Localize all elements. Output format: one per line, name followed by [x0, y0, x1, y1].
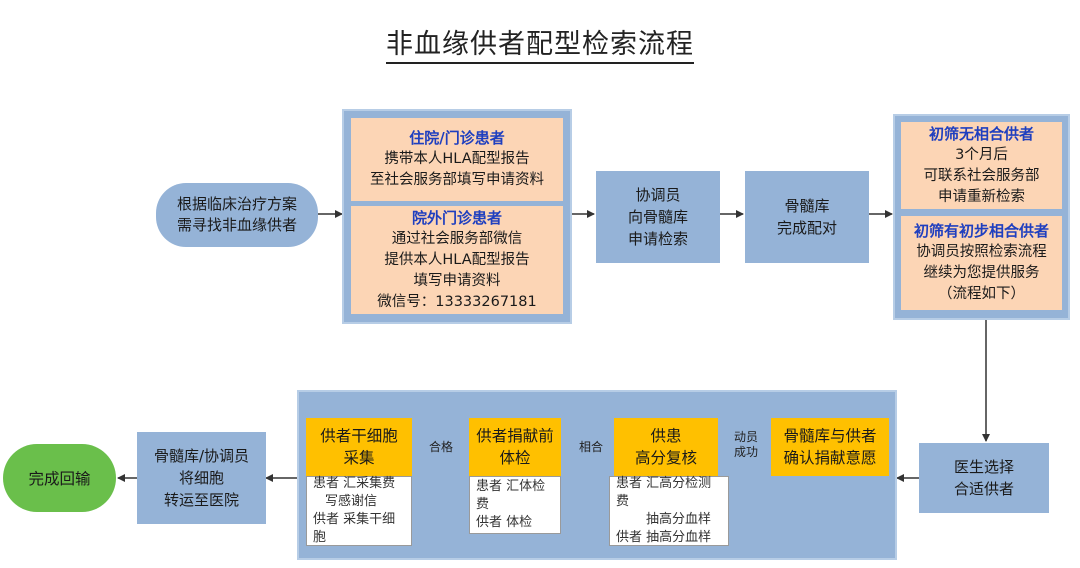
has-match-line1: 协调员按照检索流程: [916, 244, 1047, 260]
start-line1: 根据临床治疗方案: [176, 195, 297, 213]
exam-box: 供者捐献前 体检: [469, 418, 561, 476]
has-match-box: 初筛有初步相合供者 协调员按照检索流程 继续为您提供服务 （流程如下）: [901, 216, 1062, 310]
doctor-line1: 医生选择: [953, 458, 1014, 476]
retest-box: 供患 高分复核: [614, 418, 718, 476]
transport-line1: 骨髓库/协调员: [153, 447, 250, 465]
pass-label: 合格: [424, 440, 458, 455]
retest-note: 患者 汇高分检测费 抽高分血样 供者 抽高分血样: [609, 476, 729, 546]
confirm-line2: 确认捐献意愿: [783, 449, 877, 467]
exam-note-line1: 患者 汇体检费: [476, 479, 546, 512]
outpatient-line2: 提供本人HLA配型报告: [384, 251, 530, 268]
collect-line2: 采集: [343, 449, 375, 467]
coordinator-line3: 申请检索: [627, 230, 688, 248]
outpatient-wechat: 微信号：13333267181: [377, 293, 537, 310]
inpatient-line2: 至社会服务部填写申请资料: [370, 172, 544, 188]
outpatient-line1: 通过社会服务部微信: [391, 230, 523, 247]
exam-note-line2: 供者 体检: [476, 515, 533, 530]
no-match-heading: 初筛无相合供者: [928, 124, 1034, 143]
transport-line2: 将细胞: [178, 469, 224, 487]
has-match-line2: 继续为您提供服务: [923, 265, 1040, 281]
inpatient-box: 住院/门诊患者 携带本人HLA配型报告 至社会服务部填写申请资料: [351, 118, 563, 201]
doctor-line2: 合适供者: [953, 480, 1014, 498]
retest-line1: 供患: [650, 427, 682, 445]
inpatient-heading: 住院/门诊患者: [409, 129, 505, 147]
finish-node: 完成回输: [3, 444, 116, 512]
outpatient-heading: 院外门诊患者: [411, 208, 502, 227]
outpatient-box: 院外门诊患者 通过社会服务部微信 提供本人HLA配型报告 填写申请资料 微信号：…: [351, 206, 563, 314]
confirm-box: 骨髓库与供者 确认捐献意愿: [771, 418, 889, 476]
exam-note: 患者 汇体检费 供者 体检: [469, 476, 561, 534]
collect-note-line1: 患者 汇采集费: [313, 476, 396, 491]
exam-line1: 供者捐献前: [476, 427, 554, 445]
collect-line1: 供者干细胞: [320, 427, 398, 445]
start-node: 根据临床治疗方案 需寻找非血缘供者: [156, 183, 318, 247]
no-match-box: 初筛无相合供者 3个月后 可联系社会服务部 申请重新检索: [901, 122, 1062, 209]
collect-note-line2: 写感谢信: [325, 494, 378, 509]
coordinator-box: 协调员 向骨髓库 申请检索: [596, 171, 720, 263]
outpatient-line3: 填写申请资料: [413, 272, 501, 289]
has-match-heading: 初筛有初步相合供者: [913, 222, 1049, 240]
inpatient-line1: 携带本人HLA配型报告: [384, 151, 530, 167]
coordinator-line1: 协调员: [635, 186, 681, 204]
retest-note-line3: 供者 抽高分血样: [616, 530, 712, 545]
bank-match-line1: 骨髓库: [784, 197, 830, 215]
retest-line2: 高分复核: [634, 449, 697, 467]
coordinator-line2: 向骨髓库: [627, 208, 688, 226]
transport-box: 骨髓库/协调员 将细胞 转运至医院: [137, 432, 266, 524]
collect-box: 供者干细胞 采集: [306, 418, 412, 476]
no-match-line2: 可联系社会服务部: [923, 167, 1040, 184]
start-line2: 需寻找非血缘供者: [176, 216, 297, 234]
retest-note-line1: 患者 汇高分检测费: [616, 476, 712, 509]
has-match-line3: （流程如下）: [938, 286, 1025, 302]
exam-line2: 体检: [499, 449, 531, 467]
bank-match-line2: 完成配对: [776, 219, 837, 237]
no-match-line1: 3个月后: [955, 146, 1008, 163]
page-title: 非血缘供者配型检索流程: [0, 22, 1080, 64]
collect-note: 患者 汇采集费 写感谢信 供者 采集干细胞: [306, 476, 412, 546]
transport-line3: 转运至医院: [163, 491, 239, 509]
collect-note-line3: 供者 采集干细胞: [313, 512, 396, 545]
no-match-line3: 申请重新检索: [938, 188, 1025, 205]
mobilize-label: 动员 成功: [733, 430, 758, 459]
confirm-line1: 骨髓库与供者: [783, 427, 877, 445]
doctor-select-box: 医生选择 合适供者: [919, 443, 1049, 513]
bank-match-box: 骨髓库 完成配对: [745, 171, 869, 263]
retest-note-line2: 抽高分血样: [646, 512, 712, 527]
match-label: 相合: [574, 440, 608, 455]
